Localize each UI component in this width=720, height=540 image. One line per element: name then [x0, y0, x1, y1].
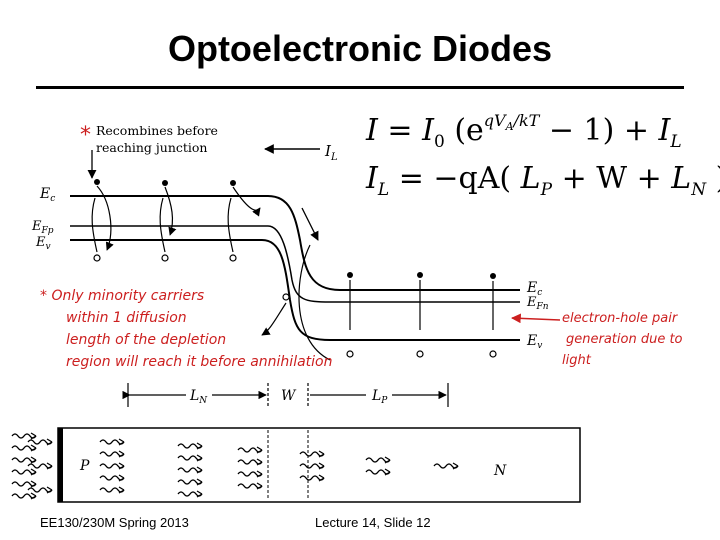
footer-course: EE130/230M Spring 2013 — [40, 515, 189, 530]
junction-hole — [282, 293, 290, 301]
handwritten-asterisk: * — [80, 123, 91, 148]
photocurrent-label: IL — [324, 142, 338, 163]
handwritten-note-generation: electron-hole pair generation due to lig… — [562, 311, 687, 368]
label-ec-left: Ec — [39, 186, 55, 204]
device-cross-section — [57, 427, 581, 503]
fermi-level-line — [70, 225, 520, 303]
label-efp-left: EFp — [31, 219, 54, 236]
valence-band-edge — [70, 239, 520, 341]
footer-slide-number: Lecture 14, Slide 12 — [315, 515, 431, 530]
dimension-line — [122, 383, 449, 407]
annotation-recombines: Recombines before reaching junction — [96, 123, 222, 155]
electrons-n-side — [347, 272, 496, 330]
label-ec-right: Ec — [526, 280, 542, 298]
n-region-label: N — [493, 463, 507, 479]
handwritten-note-minority-carriers: * Only minority carriers within 1 diffus… — [40, 288, 332, 370]
drift-hole-arrow — [261, 302, 287, 336]
equation-photocurrent: IL = −qA( LP + W + LN ) GL — [365, 161, 720, 203]
incident-light-rays — [11, 432, 53, 500]
drift-electron-arrow — [301, 207, 319, 241]
p-region-label: P — [79, 458, 90, 474]
equation-diode-current: I = I0 (eqVA/kT − 1) + IL — [365, 99, 682, 155]
holes-n-side — [346, 350, 497, 358]
dimension-lp-label: LP — [371, 388, 388, 406]
junction-electron-path — [298, 244, 331, 361]
electrons-p-side — [94, 179, 261, 251]
label-efn-right: EFn — [526, 295, 549, 312]
dimension-ln-label: LN — [189, 388, 208, 406]
conduction-band-edge — [70, 195, 520, 291]
title-underline — [36, 86, 684, 89]
holes-p-side — [91, 197, 237, 262]
label-ev-right: Ev — [526, 333, 542, 351]
slide-title: Optoelectronic Diodes — [167, 28, 553, 69]
label-ev-left: Ev — [35, 235, 51, 252]
dimension-w-label: W — [281, 388, 297, 404]
handwritten-pointer-arrow — [511, 313, 561, 324]
